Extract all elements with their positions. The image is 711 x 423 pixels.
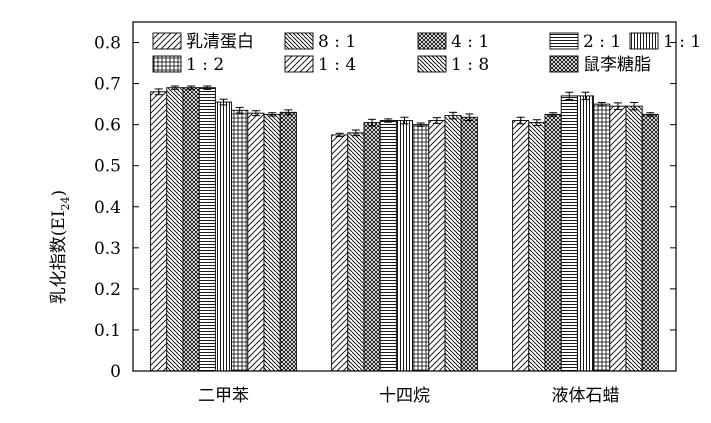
legend-label: 1 : 1: [663, 32, 701, 52]
y-axis: 0 0.1 0.2 0.3 0.4 0.5 0.6 0.7 0.8: [94, 34, 676, 382]
bar: [544, 113, 562, 372]
bar: [379, 120, 397, 372]
legend-swatch: [152, 55, 182, 73]
bar: [641, 113, 659, 372]
bar: [576, 95, 595, 372]
bar: [593, 103, 611, 372]
bar: [331, 134, 349, 372]
bar-series-group: [150, 85, 659, 372]
legend-swatch: [284, 55, 314, 73]
y-tick-label: 0.7: [94, 75, 121, 95]
legend-swatch: [549, 32, 579, 50]
x-tick-label: 液体石蜡: [552, 386, 620, 406]
y-tick-label: 0.8: [94, 34, 121, 54]
bar: [263, 113, 281, 372]
legend-label: 1 : 2: [186, 55, 224, 75]
legend-swatch: [417, 55, 447, 73]
bar: [395, 120, 414, 372]
bar: [214, 101, 233, 372]
y-tick-label: 0.6: [94, 116, 121, 136]
legend: 乳清蛋白 8 : 1 4 : 1 2 : 1 1 : 1 1 : 2 1 : 4 1 : 8 鼠…: [152, 32, 701, 75]
y-tick-label: 0.2: [94, 280, 121, 300]
x-tick-label: 二甲苯: [198, 386, 249, 406]
bar: [625, 105, 643, 372]
bar: [247, 112, 265, 372]
legend-swatch: [152, 32, 182, 50]
bar: [609, 105, 627, 372]
legend-swatch: [284, 32, 314, 50]
y-tick-label: 0.1: [94, 321, 121, 341]
legend-label: 8 : 1: [318, 32, 356, 52]
bar: [231, 109, 249, 372]
legend-label: 鼠李糖脂: [583, 55, 651, 75]
bar: [560, 95, 578, 372]
legend-label: 2 : 1: [583, 32, 621, 52]
y-tick-label: 0.5: [94, 157, 121, 177]
x-axis: 二甲苯 十四烷 液体石蜡: [198, 365, 620, 406]
legend-swatch: [629, 32, 659, 50]
bar: [150, 91, 168, 372]
bar: [460, 116, 478, 372]
bar: [412, 124, 430, 372]
y-axis-label-main: 乳化指数(EI: [49, 210, 69, 304]
legend-swatch: [417, 32, 447, 50]
bar: [166, 87, 184, 372]
y-axis-label: 乳化指数(EI24): [49, 190, 72, 304]
y-axis-label-subscript: 24: [59, 196, 72, 210]
legend-label: 4 : 1: [451, 32, 489, 52]
y-axis-label-close: ): [49, 190, 69, 197]
plot-frame: [132, 21, 677, 372]
y-tick-label: 0: [110, 362, 121, 382]
legend-label: 乳清蛋白: [186, 32, 254, 52]
y-tick-label: 0.4: [94, 198, 121, 218]
bar: [279, 111, 297, 372]
bar: [444, 115, 462, 372]
bar: [528, 122, 546, 372]
bar: [182, 87, 200, 372]
bar: [363, 122, 381, 372]
legend-swatch: [549, 55, 579, 73]
bar: [428, 120, 446, 372]
bar: [512, 120, 530, 372]
x-tick-label: 十四烷: [379, 386, 430, 406]
bar: [198, 87, 216, 372]
bar: [347, 132, 365, 372]
legend-label: 1 : 4: [318, 55, 356, 75]
y-tick-label: 0.3: [94, 239, 121, 259]
legend-label: 1 : 8: [451, 55, 489, 75]
